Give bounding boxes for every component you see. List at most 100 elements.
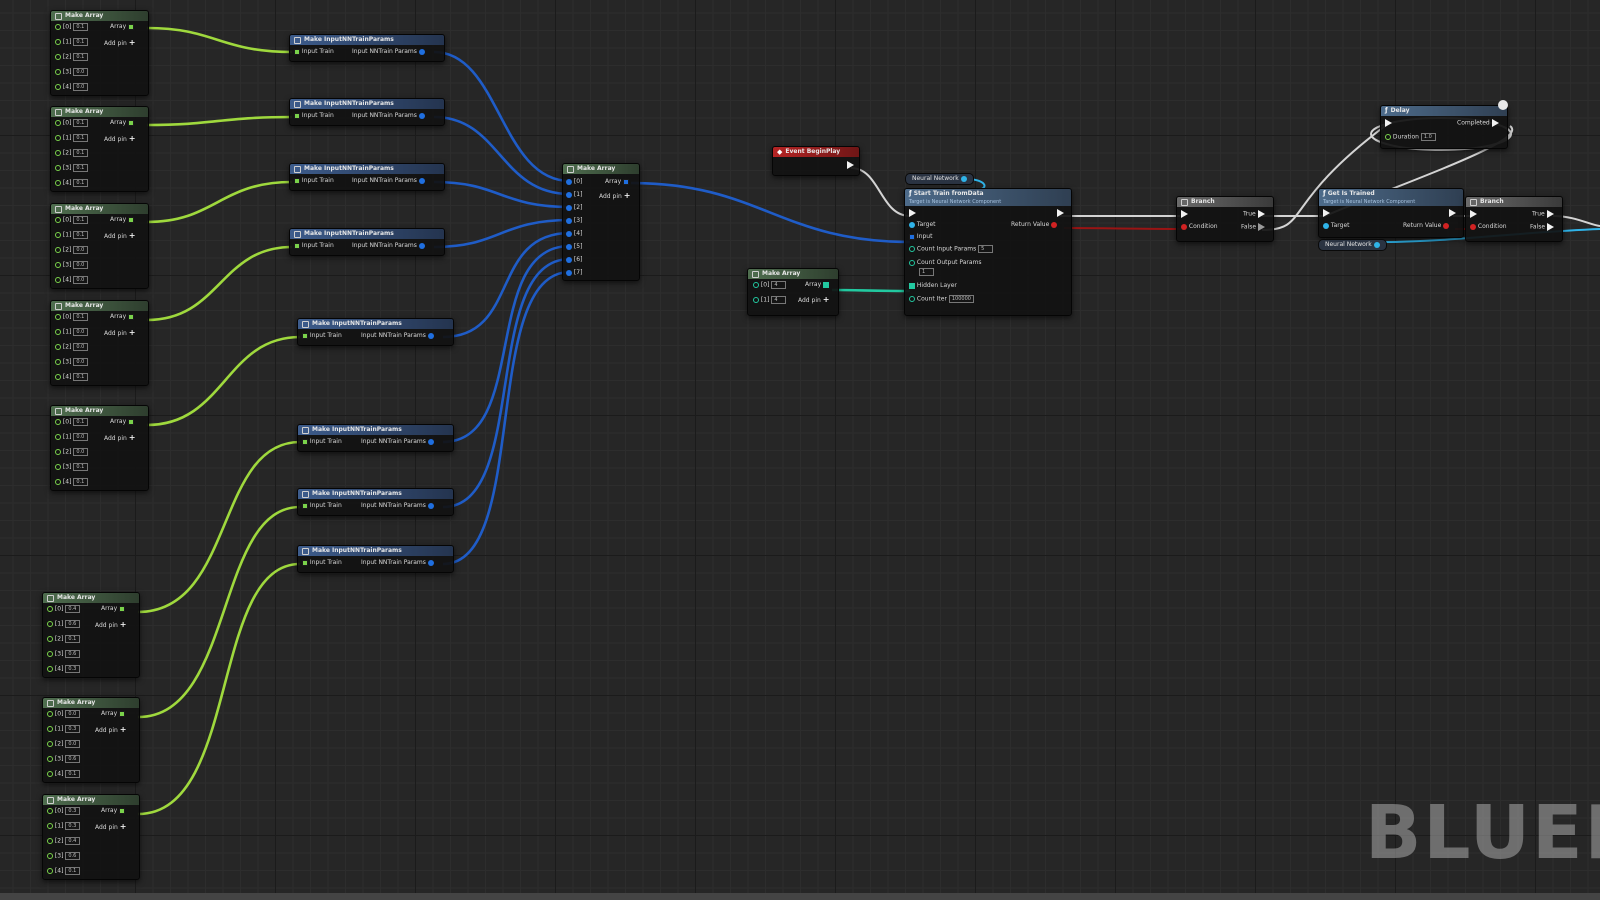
float-pin[interactable]: [55, 277, 61, 283]
make-array-value[interactable]: 0.3: [65, 665, 81, 673]
exec-out-pin[interactable]: [847, 161, 854, 169]
branch-node-2[interactable]: Branch True Condition False: [1465, 196, 1563, 242]
exec-in-pin[interactable]: [1385, 119, 1392, 127]
make-array-value[interactable]: 0.4: [65, 605, 81, 613]
make-array-value[interactable]: 0.1: [65, 770, 81, 778]
make-array-value[interactable]: 0.1: [73, 53, 89, 61]
make-array-value[interactable]: 0.6: [65, 650, 81, 658]
float-pin[interactable]: [55, 314, 61, 320]
float-array-pin[interactable]: [128, 313, 135, 320]
small-make-array-node[interactable]: Make Array [0] 4 [1] 4 Array Add pin +: [747, 268, 839, 316]
make-input-nn-train-params-node[interactable]: Make InputNNTrainParams Input Train Inpu…: [289, 98, 445, 126]
bool-pin[interactable]: [1181, 223, 1187, 230]
delay-duration-value[interactable]: 1.0: [1420, 133, 1436, 141]
struct-pin[interactable]: [427, 559, 434, 566]
make-array-value[interactable]: 0.0: [73, 448, 89, 456]
target-pin[interactable]: [909, 221, 915, 228]
float-pin[interactable]: [47, 711, 53, 717]
bool-pin[interactable]: [1051, 221, 1058, 228]
make-input-nn-train-params-node[interactable]: Make InputNNTrainParams Input Train Inpu…: [297, 545, 454, 573]
float-pin[interactable]: [47, 606, 53, 612]
make-array-value[interactable]: 0.1: [73, 149, 89, 157]
branch-2-exec-in[interactable]: [1470, 210, 1477, 219]
bool-pin[interactable]: [1470, 223, 1476, 230]
float-array-pin[interactable]: [128, 23, 135, 30]
float-pin[interactable]: [55, 359, 61, 365]
make-array-value[interactable]: 0.1: [65, 867, 81, 875]
start-train-exec-out[interactable]: [1057, 209, 1064, 218]
float-pin[interactable]: [47, 741, 53, 747]
neural-network-variable-2[interactable]: Neural Network: [1318, 239, 1387, 251]
float-pin[interactable]: [55, 24, 61, 30]
make-input-nn-train-params-node[interactable]: Make InputNNTrainParams Input Train Inpu…: [289, 228, 445, 256]
make-array-value[interactable]: 0.0: [73, 328, 89, 336]
count-output-value[interactable]: 1: [919, 268, 934, 276]
float-pin[interactable]: [55, 329, 61, 335]
struct-pin[interactable]: [566, 269, 572, 276]
float-array-pin[interactable]: [302, 438, 308, 445]
float-array-pin[interactable]: [119, 710, 126, 717]
float-array-pin[interactable]: [119, 807, 126, 814]
add-pin[interactable]: Add pin +: [104, 135, 135, 144]
float-pin[interactable]: [55, 374, 61, 380]
float-array-pin[interactable]: [128, 216, 135, 223]
make-array-value[interactable]: 0.1: [73, 164, 89, 172]
float-pin[interactable]: [47, 756, 53, 762]
struct-pin[interactable]: [566, 217, 572, 224]
float-pin[interactable]: [47, 853, 53, 859]
make-array-value[interactable]: 0.3: [65, 725, 81, 733]
make-input-nn-train-params-node[interactable]: Make InputNNTrainParams Input Train Inpu…: [297, 488, 454, 516]
float-pin[interactable]: [47, 726, 53, 732]
add-pin[interactable]: Add pin +: [95, 726, 126, 735]
make-array-value[interactable]: 0.1: [73, 313, 89, 321]
float-pin[interactable]: [55, 165, 61, 171]
exec-in-pin[interactable]: [909, 209, 916, 217]
float-pin[interactable]: [55, 180, 61, 186]
struct-pin[interactable]: [566, 204, 572, 211]
exec-out-pin[interactable]: [1257, 223, 1265, 231]
make-array-node[interactable]: Make Array [0] 0.1 [1] 0.1 [2] 0.1 [3] 0…: [50, 10, 149, 96]
struct-pin[interactable]: [566, 191, 572, 198]
float-pin[interactable]: [55, 479, 61, 485]
struct-pin[interactable]: [427, 438, 434, 445]
struct-pin[interactable]: [418, 48, 425, 55]
float-pin[interactable]: [47, 838, 53, 844]
exec-out-pin[interactable]: [1546, 210, 1554, 218]
float-pin[interactable]: [55, 39, 61, 45]
make-array-value[interactable]: 0.6: [65, 852, 81, 860]
make-array-value[interactable]: 0.3: [65, 807, 81, 815]
make-array-node[interactable]: Make Array [0] 0.3 [1] 0.3 [2] 0.4 [3] 0…: [42, 794, 140, 880]
float-pin[interactable]: [47, 636, 53, 642]
float-pin[interactable]: [55, 464, 61, 470]
int-pin[interactable]: [753, 282, 759, 288]
make-array-value[interactable]: 0.0: [65, 710, 81, 718]
exec-in-pin[interactable]: [1181, 210, 1188, 218]
count-input-value[interactable]: 5: [978, 245, 994, 253]
make-array-node[interactable]: Make Array [0] 0.1 [1] 0.1 [2] 0.1 [3] 0…: [50, 106, 149, 192]
float-array-pin[interactable]: [294, 242, 300, 249]
make-array-value[interactable]: 0.0: [73, 261, 89, 269]
exec-out-pin[interactable]: [1546, 223, 1554, 231]
event-begin-play-node[interactable]: ◆Event BeginPlay: [772, 146, 860, 176]
float-pin[interactable]: [47, 621, 53, 627]
add-pin[interactable]: Add pin +: [104, 232, 135, 241]
is-trained-exec-out[interactable]: [1449, 209, 1456, 218]
small-array-value-1[interactable]: 4: [771, 296, 787, 304]
float-pin[interactable]: [55, 84, 61, 90]
make-array-value[interactable]: 0.1: [73, 38, 89, 46]
exec-out-pin[interactable]: [1449, 209, 1456, 217]
start-train-exec-in[interactable]: [909, 209, 916, 218]
float-pin[interactable]: [55, 262, 61, 268]
add-pin[interactable]: Add pin +: [104, 434, 135, 443]
struct-pin[interactable]: [427, 332, 434, 339]
float-array-pin[interactable]: [128, 418, 135, 425]
branch-node-1[interactable]: Branch True Condition False: [1176, 196, 1274, 242]
float-pin[interactable]: [55, 247, 61, 253]
exec-out-pin[interactable]: [1491, 119, 1499, 127]
make-input-nn-train-params-node[interactable]: Make InputNNTrainParams Input Train Inpu…: [297, 318, 454, 346]
make-array-node[interactable]: Make Array [0] 0.1 [1] 0.0 [2] 0.0 [3] 0…: [50, 405, 149, 491]
make-array-node[interactable]: Make Array [0] 0.1 [1] 0.0 [2] 0.0 [3] 0…: [50, 300, 149, 386]
is-trained-exec-in[interactable]: [1323, 209, 1330, 218]
